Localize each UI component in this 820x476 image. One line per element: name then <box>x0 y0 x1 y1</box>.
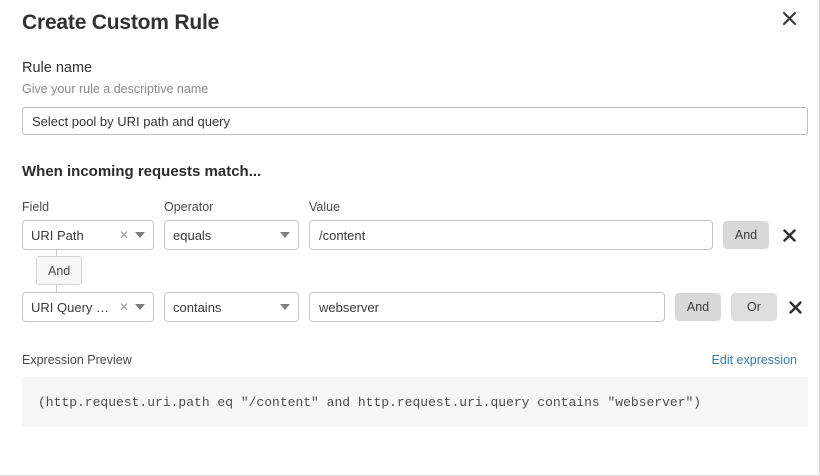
delete-icon[interactable] <box>781 224 797 246</box>
column-header-value: Value <box>309 200 341 214</box>
chevron-down-icon[interactable] <box>280 304 290 310</box>
column-header-operator: Operator <box>164 200 214 214</box>
chevron-down-icon[interactable] <box>135 232 145 238</box>
connector-and-button[interactable]: And <box>36 256 83 285</box>
condition-rows: URI Path ✕ equals And <box>22 220 802 322</box>
and-button[interactable]: And <box>675 293 721 321</box>
chevron-down-icon[interactable] <box>135 304 145 310</box>
condition-row: URI Query St... ✕ contains And Or <box>22 292 802 322</box>
condition-row: URI Path ✕ equals And <box>22 220 797 250</box>
dialog-header: Create Custom Rule <box>22 0 797 50</box>
clear-icon[interactable]: ✕ <box>118 228 129 242</box>
operator-select-label: contains <box>173 299 222 315</box>
or-button[interactable]: Or <box>731 293 777 321</box>
field-select[interactable]: URI Query St... ✕ <box>22 292 154 322</box>
clear-icon[interactable]: ✕ <box>118 300 129 314</box>
expression-code-box: (http.request.uri.path eq "/content" and… <box>22 377 808 427</box>
field-select-label: URI Path <box>31 227 84 243</box>
match-heading: When incoming requests match... <box>22 163 262 180</box>
row-connector: And <box>22 250 797 292</box>
rule-name-input[interactable] <box>22 107 808 135</box>
operator-select[interactable]: contains <box>164 292 299 322</box>
connector-line-top <box>56 250 57 256</box>
rule-name-help: Give your rule a descriptive name <box>22 82 209 96</box>
value-input[interactable] <box>309 220 713 250</box>
expression-preview-header: Expression Preview Edit expression <box>22 352 797 369</box>
field-select[interactable]: URI Path ✕ <box>22 220 154 250</box>
rule-name-label: Rule name <box>22 60 93 76</box>
column-headers: Field Operator Value <box>22 199 797 216</box>
close-icon[interactable] <box>777 6 801 30</box>
expression-code: (http.request.uri.path eq "/content" and… <box>38 394 702 410</box>
edit-expression-link[interactable]: Edit expression <box>711 353 797 367</box>
column-header-field: Field <box>22 200 50 214</box>
and-button[interactable]: And <box>723 221 769 249</box>
expression-preview-title: Expression Preview <box>22 353 132 367</box>
operator-select[interactable]: equals <box>164 220 299 250</box>
field-select-label: URI Query St... <box>31 299 115 315</box>
delete-icon[interactable] <box>789 296 802 318</box>
value-input[interactable] <box>309 292 665 322</box>
field-select-icons: ✕ <box>115 229 145 241</box>
connector-line-bottom <box>56 285 57 292</box>
field-select-icons: ✕ <box>115 301 145 313</box>
page-title: Create Custom Rule <box>22 11 220 34</box>
operator-select-label: equals <box>173 227 212 243</box>
expression-preview-section: Expression Preview Edit expression (http… <box>22 352 808 427</box>
chevron-down-icon[interactable] <box>280 232 290 238</box>
